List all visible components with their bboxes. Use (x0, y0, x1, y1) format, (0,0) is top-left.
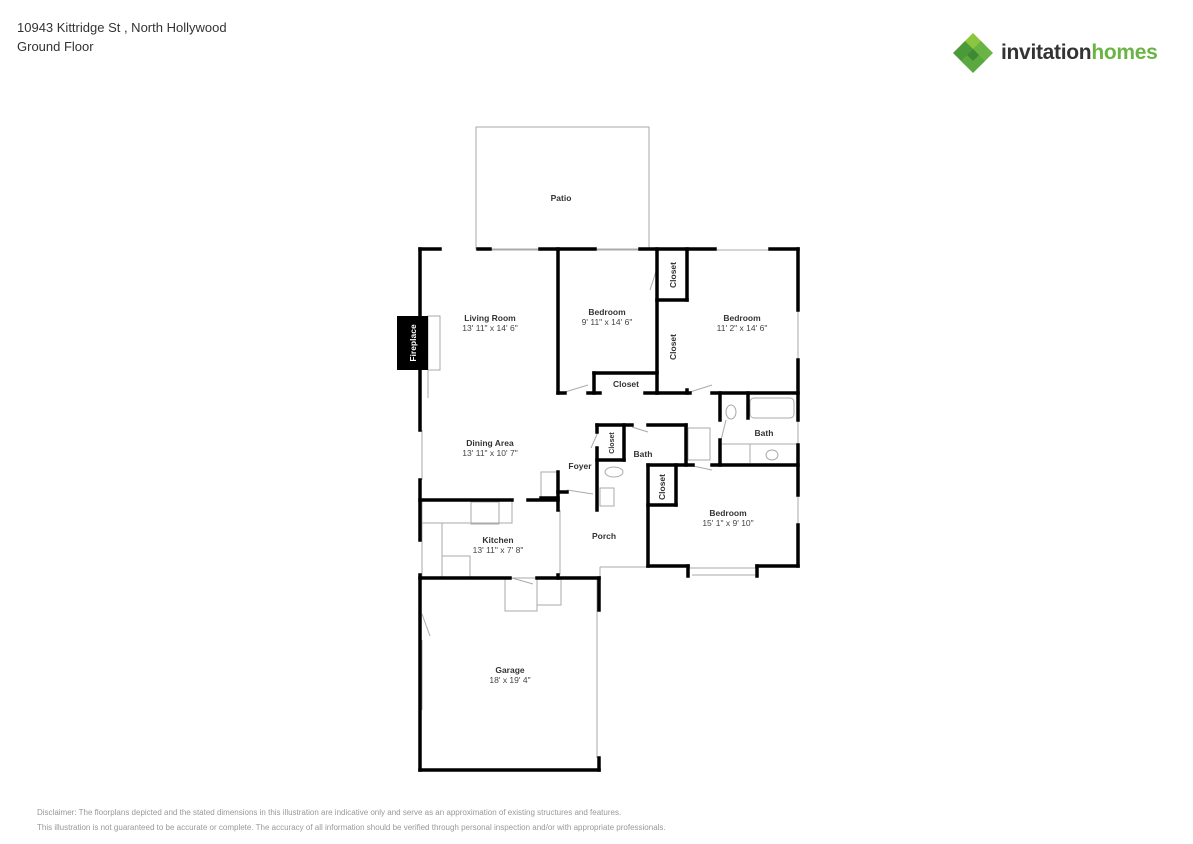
closet-top-label: Closet (668, 262, 678, 288)
logo-mark-icon (953, 33, 993, 73)
fireplace-label: Fireplace (408, 324, 418, 362)
disclaimer-line2: This illustration is not guaranteed to b… (37, 823, 666, 832)
bath2-label: Bath (755, 428, 774, 438)
porch-label: Porch (592, 531, 616, 541)
garage-label: Garage (495, 665, 525, 675)
foyer-label: Foyer (568, 461, 592, 471)
living-room-dims: 13' 11" x 14' 6" (462, 323, 517, 333)
patio-label: Patio (551, 193, 572, 203)
bath1-label: Bath (634, 449, 653, 459)
bedroom3-label: Bedroom (709, 508, 747, 518)
closet-b3-label: Closet (657, 474, 667, 500)
living-room-label: Living Room (464, 313, 516, 323)
bedroom3-dims: 15' 1" x 9' 10" (702, 518, 753, 528)
disclaimer: Disclaimer: The floorplans depicted and … (37, 805, 666, 835)
floor-label: Ground Floor (17, 39, 94, 54)
kitchen-dims: 13' 11" x 7' 8" (473, 545, 524, 555)
page-header: 10943 Kittridge St , North Hollywood Gro… (17, 18, 227, 56)
fireplace-block (397, 316, 428, 370)
patio-outline (475, 126, 650, 250)
brand-logo: invitationhomes (952, 32, 1158, 74)
brand-name: invitationhomes (1001, 41, 1158, 64)
closet-hall-label: Closet (609, 432, 616, 454)
garage-dims: 18' x 19' 4" (489, 675, 530, 685)
closet-b1-label: Closet (613, 379, 639, 389)
bedroom1-dims: 9' 11" x 14' 6" (582, 317, 633, 327)
kitchen-label: Kitchen (482, 535, 513, 545)
bedroom2-label: Bedroom (723, 313, 761, 323)
dining-area-dims: 13' 11" x 10' 7" (462, 448, 517, 458)
disclaimer-line1: Disclaimer: The floorplans depicted and … (37, 808, 622, 817)
bedroom1-label: Bedroom (588, 307, 626, 317)
dining-area-label: Dining Area (466, 438, 514, 448)
property-address: 10943 Kittridge St , North Hollywood (17, 20, 227, 35)
closet-mid-label: Closet (668, 334, 678, 360)
bedroom2-dims: 11' 2" x 14' 6" (717, 323, 768, 333)
